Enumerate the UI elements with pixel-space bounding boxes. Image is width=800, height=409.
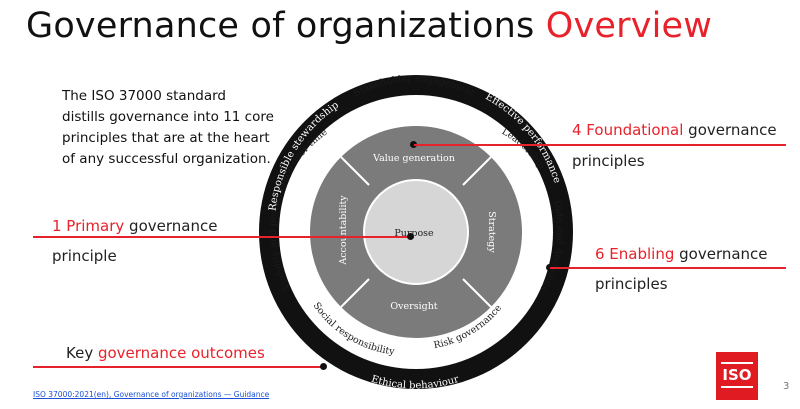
- divider: [462, 156, 492, 186]
- enabling-callout-line2: principles: [595, 275, 668, 293]
- title-main: Governance of organizations: [26, 6, 535, 46]
- primary-callout: 1 Primary governance: [52, 217, 217, 235]
- intro-line: The ISO 37000 standard: [62, 88, 226, 104]
- enabling-rest: governance: [674, 245, 768, 263]
- purpose-label: Purpose: [394, 228, 434, 239]
- primary-rest: governance: [124, 217, 218, 235]
- intro-text: The ISO 37000 standard distills governan…: [62, 86, 274, 170]
- enabling-dot: [546, 264, 553, 271]
- outcomes-callout: Key governance outcomes: [66, 344, 265, 362]
- foundational-rest: governance: [683, 121, 777, 139]
- foundational-callout-line2: principles: [572, 152, 645, 170]
- strategy-label: Strategy: [486, 211, 497, 253]
- primary-line: [33, 236, 411, 238]
- intro-line: of any successful organization.: [62, 151, 271, 167]
- logo-band-top: [721, 362, 753, 364]
- source-link[interactable]: ISO 37000:2021(en), Governance of organi…: [33, 390, 270, 399]
- value-generation-label: Value generation: [372, 153, 455, 164]
- primary-highlight: 1 Primary: [52, 217, 125, 235]
- foundational-highlight: 4 Foundational: [572, 121, 684, 139]
- divider: [462, 278, 492, 308]
- divider: [340, 156, 370, 186]
- outcomes-highlight: governance outcomes: [97, 344, 265, 362]
- iso-logo: ISO: [716, 352, 758, 400]
- foundational-callout: 4 Foundational governance: [572, 121, 777, 139]
- foundational-dot: [410, 141, 417, 148]
- enabling-line: [550, 267, 786, 269]
- oversight-label: Oversight: [390, 301, 437, 312]
- page-number: 3: [783, 381, 790, 392]
- accountability-label: Accountability: [338, 195, 349, 266]
- intro-line: distills governance into 11 core: [62, 109, 274, 125]
- primary-dot: [407, 233, 414, 240]
- logo-band-bottom: [721, 386, 753, 388]
- intro-line: principles that are at the heart: [62, 130, 270, 146]
- outcomes-line: [33, 366, 323, 368]
- slide-title: Governance of organizations Overview: [26, 6, 712, 46]
- outcomes-dot: [320, 363, 327, 370]
- purpose-circle: [363, 179, 469, 285]
- enabling-callout: 6 Enabling governance: [595, 245, 768, 263]
- divider: [340, 278, 370, 308]
- outcomes-prefix: Key: [66, 344, 98, 362]
- title-accent: Overview: [545, 6, 713, 46]
- enabling-highlight: 6 Enabling: [595, 245, 675, 263]
- foundational-line: [414, 144, 786, 146]
- logo-text: ISO: [722, 366, 752, 384]
- primary-callout-line2: principle: [52, 247, 117, 265]
